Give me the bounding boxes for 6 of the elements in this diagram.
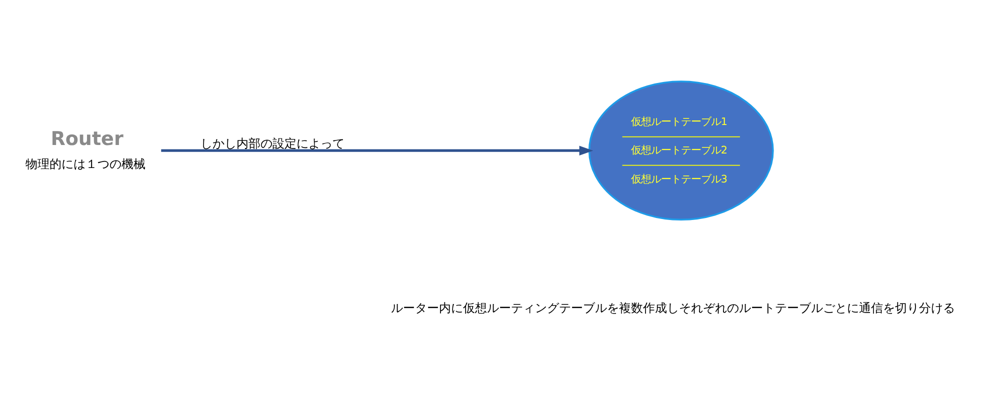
node-ellipse: 仮想ルートテーブル1 仮想ルートテーブル2 仮想ルートテーブル3 [588,80,774,220]
arrow [161,145,594,155]
edge-label: しかし内部の設定によって [200,136,345,150]
node-text: Router [50,128,124,150]
node-label: 物理的には１つの機械 [26,156,146,171]
label: ルーター内に仮想ルーティングテーブルを複数作成しそれぞれのルートテーブルごとに通信を切り分ける [391,300,956,315]
